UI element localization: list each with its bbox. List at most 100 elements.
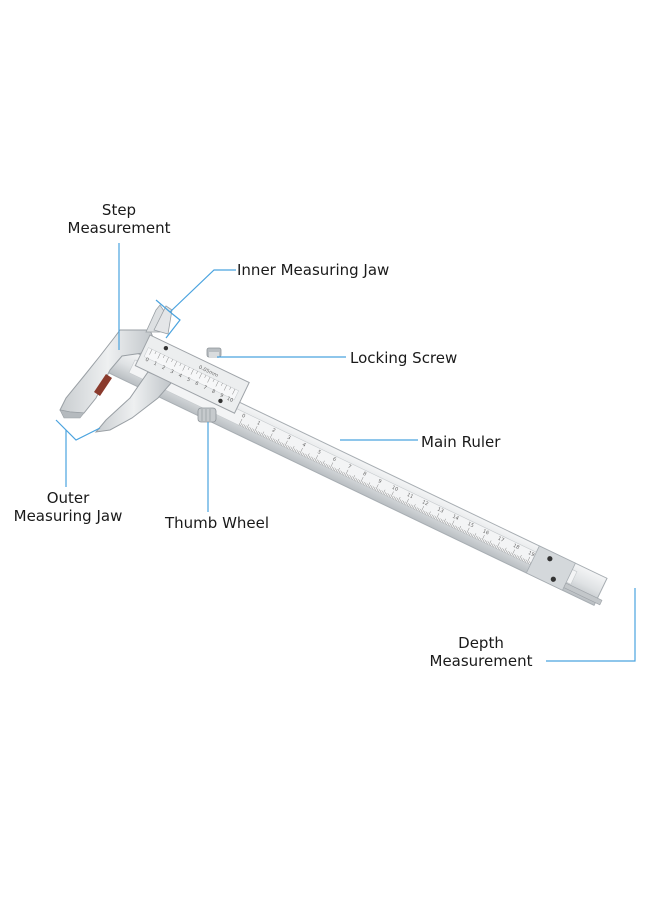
- ruler-tick: [461, 529, 464, 533]
- ruler-tick: [294, 449, 297, 453]
- ruler-numbers: 01234567891011121314151617181920cm: [241, 413, 572, 576]
- leader-inner-jaw-bracket: [155, 299, 181, 339]
- ruler-tick: [452, 524, 455, 528]
- label-step-measurement-line1: Step: [102, 201, 136, 219]
- ruler-number: 8: [362, 471, 367, 478]
- ruler-tick: [344, 469, 349, 477]
- label-inner-measuring-jaw: Inner Measuring Jaw: [237, 261, 389, 279]
- locking-screw: [206, 347, 222, 358]
- ruler-tick: [469, 532, 471, 536]
- ruler-tick: [266, 435, 268, 439]
- ruler-tick: [413, 504, 416, 509]
- ruler-tick: [513, 553, 515, 557]
- vernier-number: 6: [194, 381, 199, 388]
- ruler-tick: [516, 555, 518, 559]
- ruler-tick: [272, 438, 274, 442]
- ruler-tick: [385, 492, 388, 496]
- labels: Step Measurement Inner Measuring Jaw Loc…: [14, 201, 533, 670]
- ruler-tick: [396, 497, 399, 501]
- ruler-tick: [300, 452, 303, 456]
- ruler-tick: [249, 427, 252, 431]
- ruler-number: 5: [316, 449, 321, 456]
- ruler-tick: [482, 539, 485, 543]
- leader-depth: [546, 588, 636, 662]
- vernier-tick: [196, 371, 198, 374]
- ruler-number: 10: [391, 485, 399, 493]
- ruler-tick: [360, 476, 364, 484]
- ruler-tick: [476, 536, 479, 540]
- ruler-number: 1: [256, 420, 261, 427]
- ruler-tick: [488, 540, 492, 546]
- ruler-tick: [276, 438, 280, 444]
- vernier-tick: [229, 386, 232, 390]
- ruler-tick: [366, 483, 368, 487]
- ruler-tick: [267, 436, 270, 440]
- ruler-tick: [435, 513, 440, 520]
- ruler-tick: [403, 501, 406, 505]
- ruler-tick: [423, 511, 426, 514]
- ruler-tick: [484, 540, 486, 543]
- ruler-tick: [238, 418, 243, 426]
- ruler-tick: [291, 446, 295, 451]
- ruler-tick: [361, 481, 364, 485]
- vernier-tick: [179, 363, 182, 366]
- ruler-number: 14: [451, 514, 459, 522]
- ruler-tick: [420, 506, 425, 513]
- ruler-tick: [250, 428, 253, 432]
- label-thumb-wheel: Thumb Wheel: [164, 514, 269, 532]
- ruler-tick: [491, 543, 494, 547]
- ruler-tick: [299, 447, 303, 455]
- ruler-tick: [447, 522, 450, 526]
- ruler-tick: [526, 556, 531, 564]
- ruler-tick: [279, 442, 282, 445]
- ruler-tick: [316, 459, 318, 463]
- label-depth-measurement-line2: Measurement: [430, 652, 533, 670]
- ruler-tick: [375, 484, 379, 491]
- ruler-tick: [281, 442, 283, 446]
- ruler-tick: [293, 448, 296, 452]
- vernier-number: 2: [161, 365, 166, 372]
- vernier-tick: [232, 388, 236, 395]
- vernier-number: 5: [186, 377, 191, 384]
- ruler-tick: [464, 530, 467, 534]
- ruler-tick: [456, 527, 459, 530]
- ruler-tick: [387, 493, 389, 497]
- ruler-tick: [473, 533, 477, 538]
- ruler-tick: [263, 434, 265, 437]
- ruler-tick: [317, 460, 320, 464]
- ruler-tick: [453, 525, 456, 529]
- ruler-tick: [332, 467, 335, 471]
- label-outer-measuring-jaw-line1: Outer: [47, 489, 90, 507]
- ruler-tick: [481, 535, 485, 542]
- ruler-tick: [510, 552, 512, 556]
- ruler-tick: [290, 447, 292, 451]
- ruler-tick: [310, 456, 312, 460]
- ruler-tick: [255, 430, 258, 434]
- ruler-tick: [382, 489, 386, 495]
- ruler-tick: [470, 533, 473, 537]
- ruler-tick: [303, 453, 306, 457]
- ruler-tick: [320, 461, 323, 465]
- ruler-tick: [346, 474, 349, 477]
- ruler-tick: [479, 537, 482, 541]
- ruler-tick: [252, 429, 255, 432]
- vernier-number: 7: [202, 385, 207, 392]
- ruler-number: 0: [241, 413, 246, 420]
- label-main-ruler: Main Ruler: [421, 433, 501, 451]
- label-locking-screw: Locking Screw: [350, 349, 457, 367]
- ruler-tick: [308, 455, 311, 459]
- ruler-tick: [519, 554, 522, 560]
- label-outer-measuring-jaw-line2: Measuring Jaw: [14, 507, 123, 525]
- ruler-tick: [363, 482, 365, 485]
- ruler-tick: [326, 464, 329, 468]
- ruler-tick: [311, 457, 314, 461]
- ruler-tick: [388, 494, 391, 498]
- ruler-tick: [458, 525, 462, 531]
- ruler-number: 4: [301, 442, 306, 449]
- ruler-tick: [258, 431, 261, 435]
- ruler-tick: [260, 432, 262, 436]
- ruler-tick: [443, 518, 446, 524]
- ruler-tick: [282, 443, 285, 447]
- ruler-tick: [438, 518, 441, 522]
